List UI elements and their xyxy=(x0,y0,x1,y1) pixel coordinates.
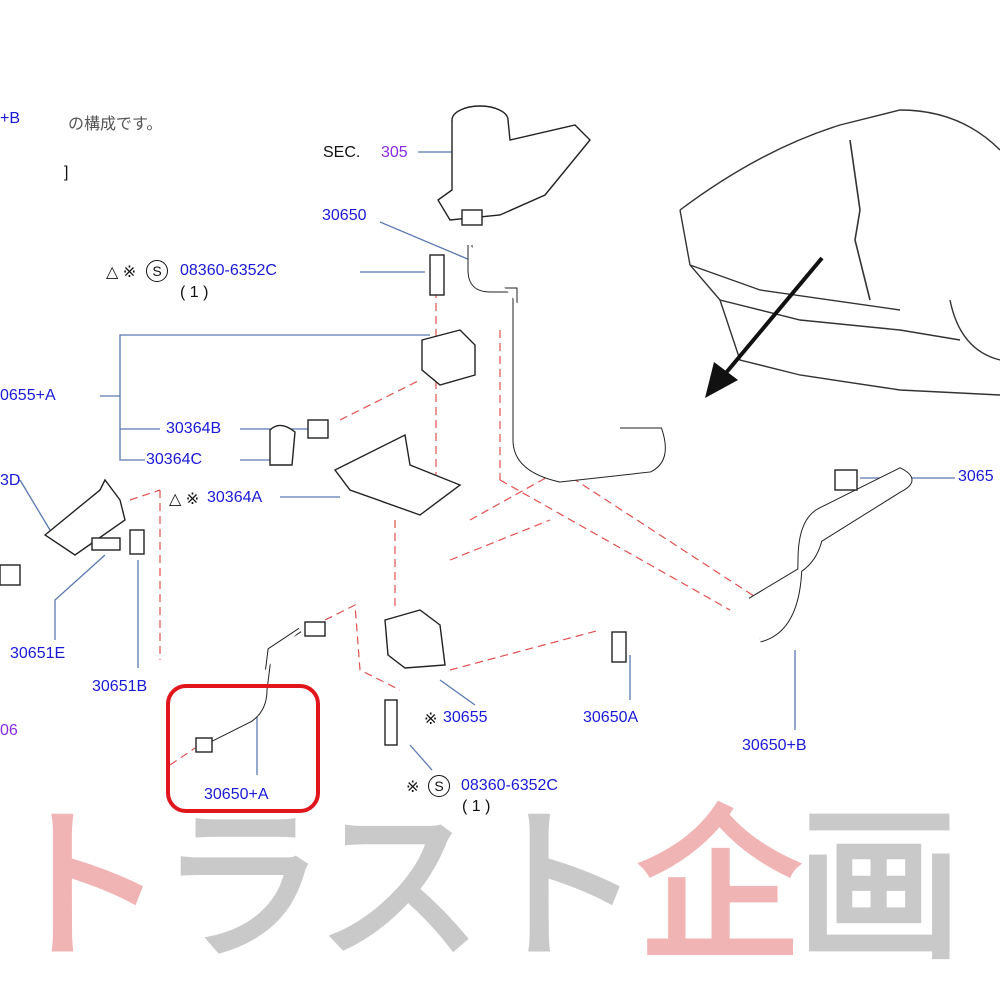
part-30655A[interactable]: 0655+A xyxy=(0,387,56,404)
part-30650B[interactable]: 30650+B xyxy=(742,737,807,754)
header-bracket: ] xyxy=(64,164,69,181)
partial-ref-label: +B xyxy=(0,110,21,127)
part-30655-prefix: ※ xyxy=(424,711,438,728)
standard-part-icon: S xyxy=(428,775,450,797)
highlight-box xyxy=(166,684,320,813)
part-30364C[interactable]: 30364C xyxy=(146,451,203,468)
sec-number-link[interactable]: 305 xyxy=(381,144,408,161)
bolt-top-qty: ( 1 ) xyxy=(180,284,209,301)
watermark-logo: トラスト企画 xyxy=(0,791,962,983)
sec-partial-link[interactable]: 06 xyxy=(0,722,18,739)
bolt-top-prefix: △ ※ xyxy=(106,264,137,281)
part-30364B[interactable]: 30364B xyxy=(166,420,222,437)
part-30650A[interactable]: 30650A xyxy=(583,709,639,726)
part-3D-partial[interactable]: 3D xyxy=(0,472,21,489)
part-30364A-prefix: △ ※ xyxy=(169,491,200,508)
dashed-assembly-lines xyxy=(129,290,761,766)
part-30364A[interactable]: 30364A xyxy=(207,489,263,506)
part-08360-6352C-top[interactable]: 08360-6352C xyxy=(180,262,277,279)
car-outline xyxy=(679,109,1000,396)
part-30650A-highlighted[interactable]: 30650+A xyxy=(204,786,269,803)
bolt-bottom-qty: ( 1 ) xyxy=(462,798,491,815)
part-30651E[interactable]: 30651E xyxy=(10,645,66,662)
part-30651B[interactable]: 30651B xyxy=(92,678,148,695)
standard-part-icon: S xyxy=(146,260,168,282)
bolt-bottom-prefix: ※ xyxy=(406,779,420,796)
direction-arrow-icon xyxy=(705,256,824,398)
part-3065-partial[interactable]: 3065 xyxy=(958,468,994,485)
part-08360-6352C-bottom[interactable]: 08360-6352C xyxy=(461,777,558,794)
part-30650[interactable]: 30650 xyxy=(322,207,367,224)
header-note: の構成です。 xyxy=(68,116,163,133)
sec-label: SEC. xyxy=(323,144,361,161)
part-30655[interactable]: 30655 xyxy=(443,709,488,726)
part-drawings xyxy=(0,105,913,753)
